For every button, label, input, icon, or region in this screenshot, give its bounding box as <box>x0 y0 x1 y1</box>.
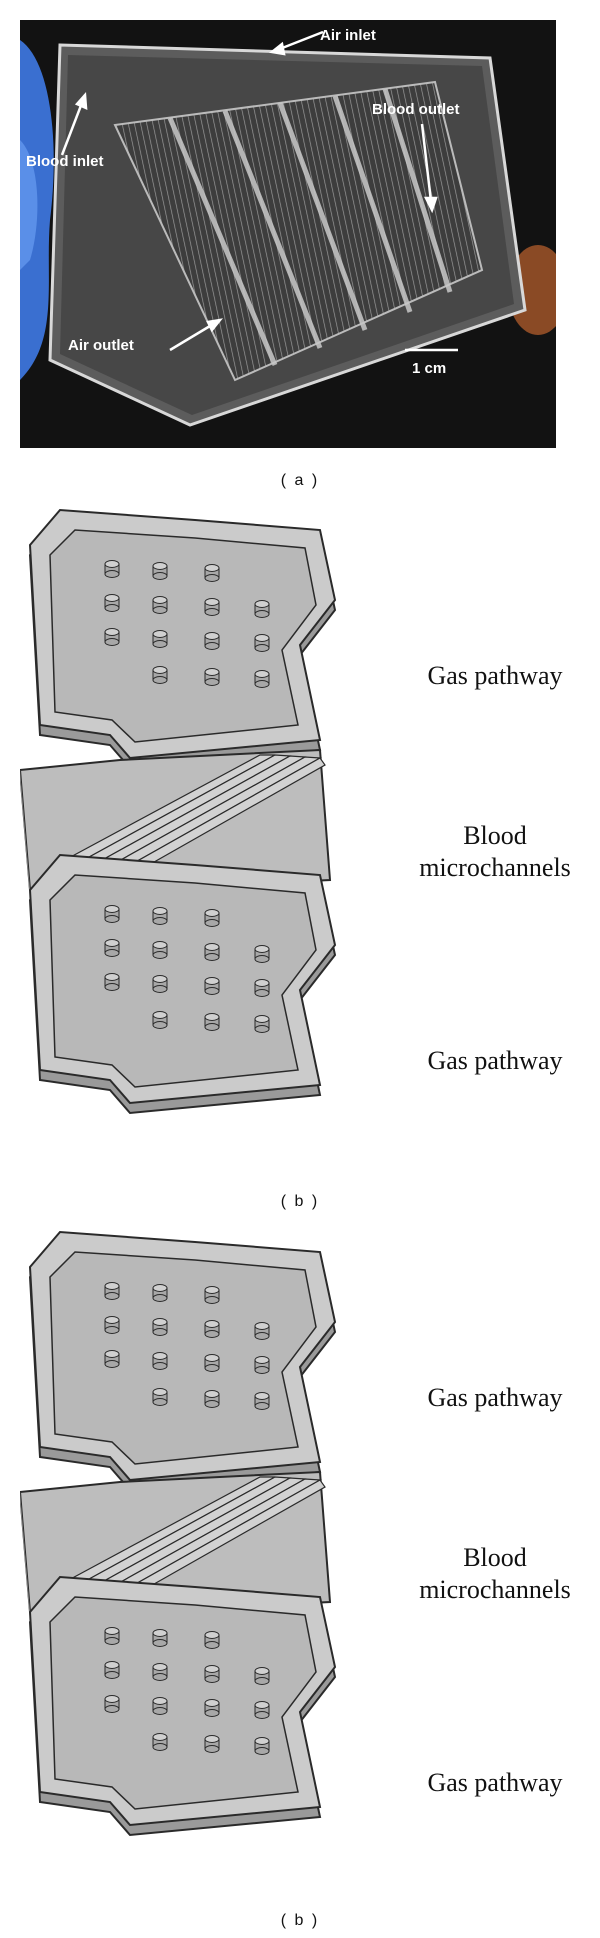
label-air-inlet: Air inlet <box>320 27 376 44</box>
label-blood-line2: microchannels <box>419 853 571 882</box>
gas-layer-bottom-1 <box>29 854 336 1114</box>
layer-diagram-1: Gas pathway Blood microchannels Gas path… <box>20 500 600 1200</box>
label-gas-pathway-bottom-2: Gas pathway <box>427 1768 563 1797</box>
label-blood-line2-2: microchannels <box>419 1575 571 1604</box>
label-blood-outlet: Blood outlet <box>372 101 459 118</box>
device-photo: Air inlet Blood inlet Blood outlet Air o… <box>20 20 556 448</box>
caption-a: ( a ) <box>280 472 320 489</box>
caption-b1: ( b ) <box>280 1193 320 1210</box>
label-blood-microchannels-2: Blood microchannels <box>395 1542 595 1606</box>
microchannel-array <box>113 80 484 382</box>
label-gas-pathway-top-2: Gas pathway <box>427 1383 563 1412</box>
label-blood-inlet: Blood inlet <box>26 153 104 170</box>
gas-layer-top-2 <box>29 1231 336 1491</box>
label-air-outlet: Air outlet <box>68 337 134 354</box>
label-blood-line1-2: Blood <box>463 1543 527 1572</box>
label-gas-pathway-top-1: Gas pathway <box>427 661 563 690</box>
layer-diagram-2: Gas pathway Blood microchannels Gas path… <box>20 1222 600 1922</box>
caption-b2: ( b ) <box>280 1912 320 1929</box>
gas-layer-bottom-2 <box>29 1576 336 1836</box>
gas-layer-top-1 <box>29 509 336 769</box>
label-blood-microchannels-1: Blood microchannels <box>395 820 595 884</box>
scale-bar-label: 1 cm <box>412 360 446 377</box>
label-gas-pathway-bottom-1: Gas pathway <box>427 1046 563 1075</box>
label-blood-line1: Blood <box>463 821 527 850</box>
